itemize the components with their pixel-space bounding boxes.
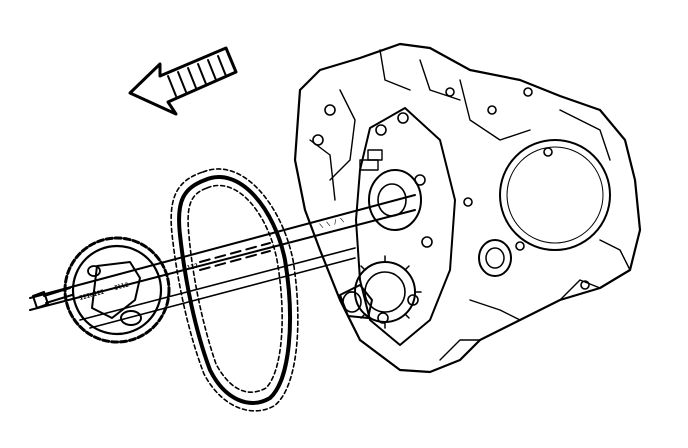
shaft-mark-text: \ \ / \ <box>319 217 346 230</box>
direction-arrow-icon <box>128 46 238 116</box>
sprocket-mark-text-2: Ill2 <box>114 281 130 292</box>
bolt-icon <box>32 287 73 309</box>
engine-block <box>293 42 642 374</box>
timing-chain <box>170 168 299 412</box>
shaft-marks: IIIHIII Ill2 \ \ / \ ll2 <box>79 217 346 302</box>
